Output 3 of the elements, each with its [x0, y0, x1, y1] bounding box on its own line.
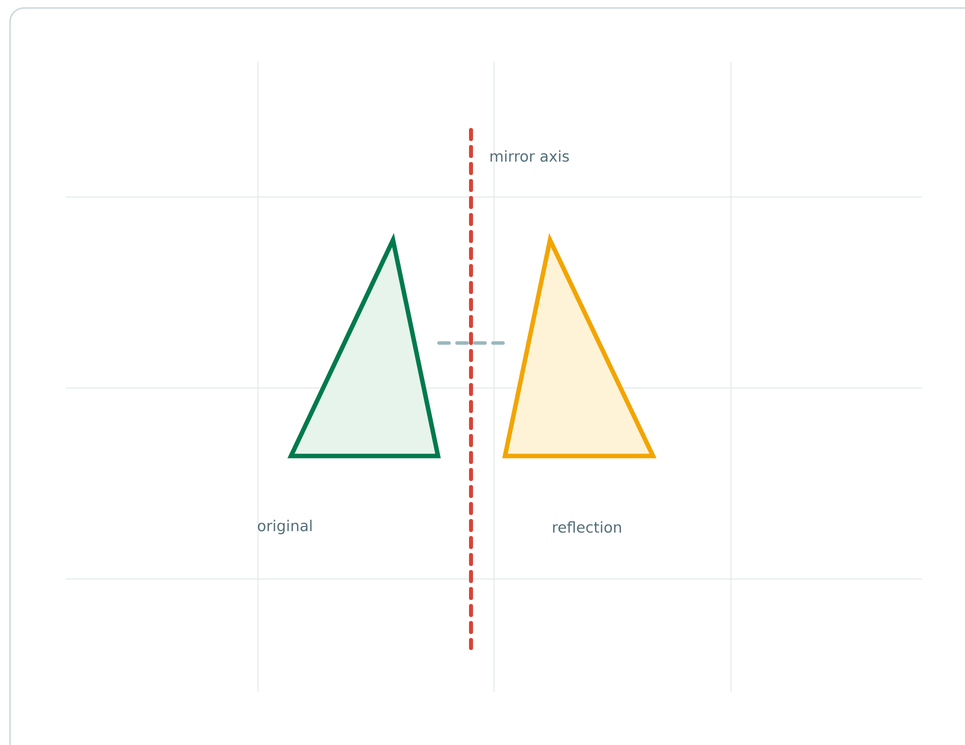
shape-caption: original	[258, 520, 312, 534]
shape-caption: reflection	[553, 521, 621, 533]
axis-label: mirror axis	[490, 150, 569, 162]
